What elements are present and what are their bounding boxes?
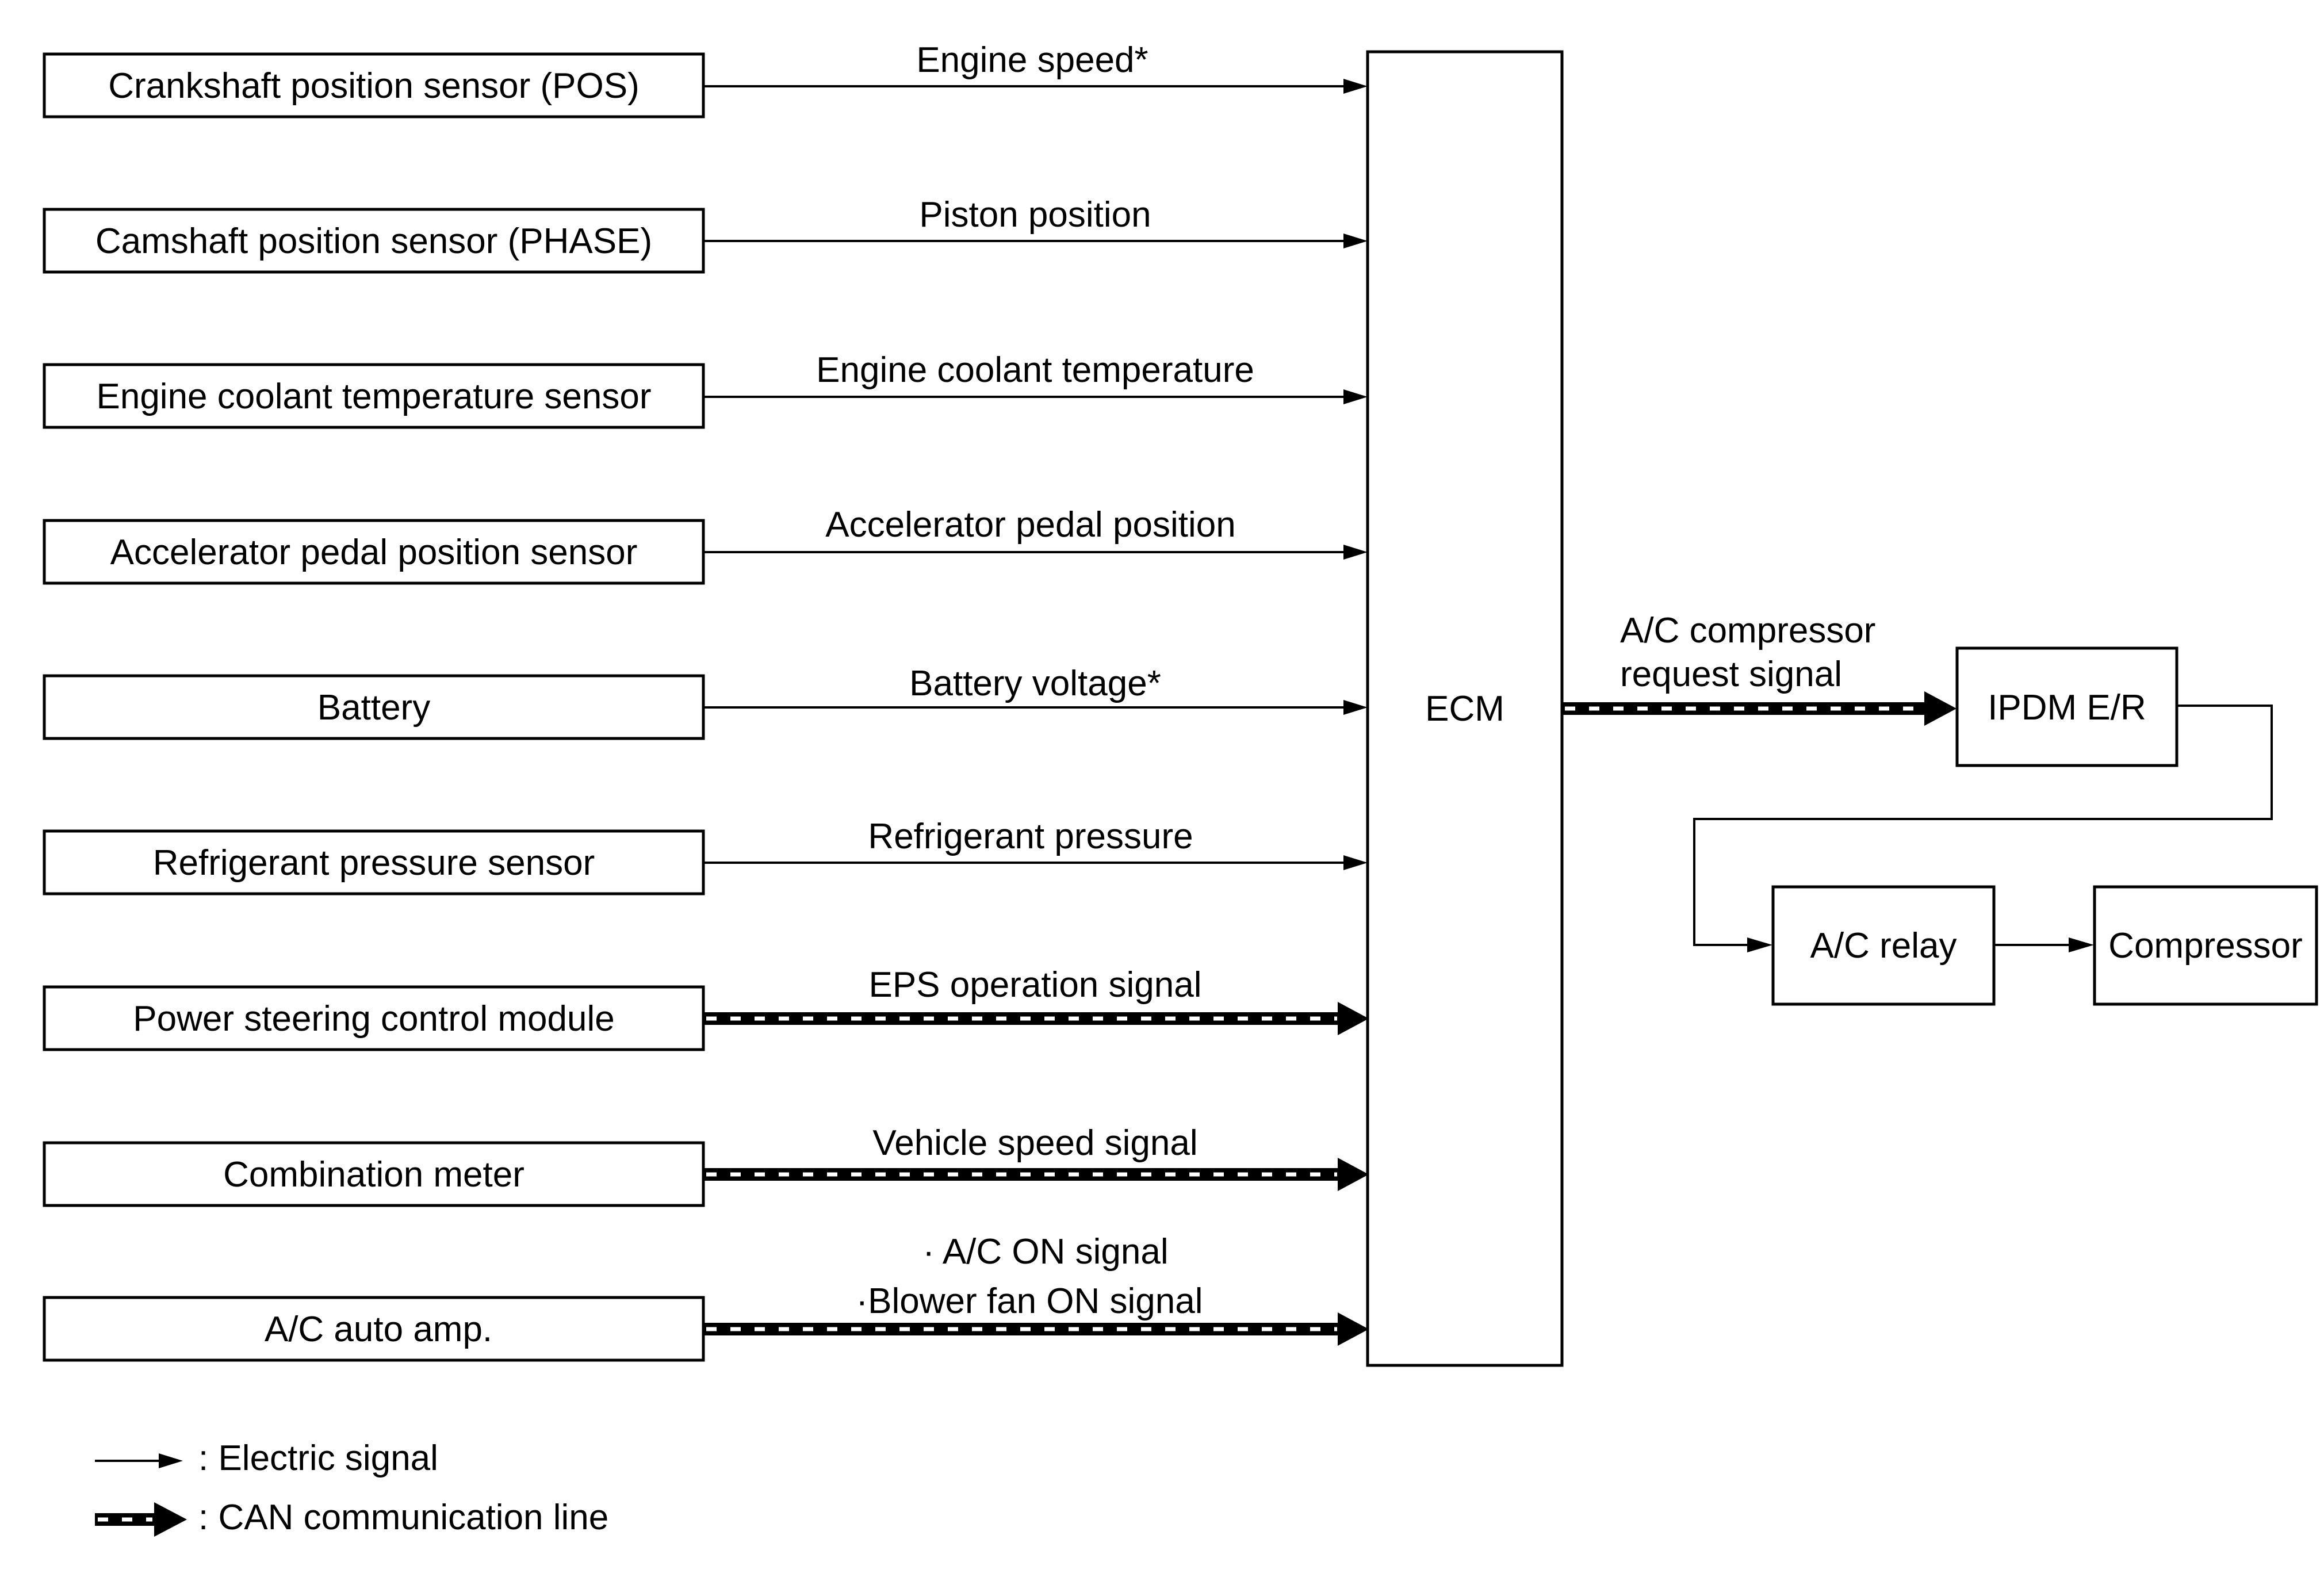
ipdm-label: IPDM E/R	[1988, 688, 2146, 728]
accelerator-position-arrowhead	[1343, 545, 1368, 560]
camshaft-sensor-label: Camshaft position sensor (PHASE)	[95, 221, 652, 261]
ac-relay-label: A/C relay	[1810, 926, 1957, 966]
ac-auto-amp-can-arrowhead	[1338, 1312, 1369, 1346]
engine-speed-label: Engine speed*	[916, 40, 1148, 80]
input-row-combination-meter: Combination meter Vehicle speed signal	[43, 1123, 1369, 1207]
input-row-battery: Battery Battery voltage*	[43, 664, 1368, 740]
input-row-camshaft: Camshaft position sensor (PHASE) Piston …	[43, 195, 1368, 274]
accelerator-sensor-box	[43, 519, 705, 585]
refrigerant-sensor-label: Refrigerant pressure sensor	[153, 843, 595, 883]
ipdm-block: IPDM E/R	[1955, 646, 2178, 767]
piston-position-arrowhead	[1343, 234, 1368, 248]
input-row-coolant: Engine coolant temperature sensor Engine…	[43, 350, 1368, 429]
eps-signal-label: EPS operation signal	[868, 965, 1201, 1005]
ecm-label: ECM	[1425, 689, 1504, 729]
combination-meter-box	[43, 1141, 705, 1207]
legend: : Electric signal : CAN communication li…	[95, 1438, 608, 1537]
engine-speed-arrowhead	[1343, 79, 1368, 94]
piston-position-label: Piston position	[919, 195, 1151, 235]
compressor-request-can-arrowhead	[1924, 691, 1957, 726]
legend-electric-arrowhead	[159, 1453, 183, 1468]
legend-electric-label: : Electric signal	[198, 1438, 438, 1478]
crankshaft-sensor-label: Crankshaft position sensor (POS)	[108, 66, 640, 106]
coolant-temperature-arrowhead	[1343, 389, 1368, 404]
ac-relay-box	[1771, 885, 1996, 1006]
coolant-sensor-box	[43, 363, 705, 429]
battery-voltage-arrowhead	[1343, 700, 1368, 715]
compressor-block: Compressor	[2093, 885, 2318, 1006]
legend-can-label: : CAN communication line	[198, 1498, 608, 1537]
input-row-power-steering: Power steering control module EPS operat…	[43, 965, 1369, 1051]
battery-label: Battery	[317, 688, 430, 728]
power-steering-label: Power steering control module	[133, 999, 614, 1039]
relay-compressor-arrowhead	[2069, 937, 2094, 952]
accelerator-position-label: Accelerator pedal position	[825, 505, 1235, 545]
vehicle-speed-can-arrowhead	[1338, 1158, 1369, 1191]
refrigerant-pressure-label: Refrigerant pressure	[868, 817, 1193, 856]
camshaft-sensor-box	[43, 208, 705, 274]
ipdm-relay-wire	[1693, 705, 2273, 946]
input-row-crankshaft: Crankshaft position sensor (POS) Engine …	[43, 40, 1368, 118]
compressor-box	[2093, 885, 2318, 1006]
vehicle-speed-label: Vehicle speed signal	[872, 1123, 1197, 1163]
input-row-accelerator: Accelerator pedal position sensor Accele…	[43, 505, 1368, 585]
coolant-temperature-label: Engine coolant temperature	[816, 350, 1254, 390]
eps-can-arrowhead	[1338, 1002, 1369, 1035]
ipdm-relay-arrowhead	[1747, 937, 1772, 952]
refrigerant-pressure-arrowhead	[1343, 855, 1368, 870]
ac-relay-block: A/C relay	[1771, 885, 1996, 1006]
battery-voltage-label: Battery voltage*	[909, 664, 1161, 703]
crankshaft-sensor-box	[43, 52, 705, 118]
ipdm-box	[1955, 646, 2178, 767]
input-row-refrigerant: Refrigerant pressure sensor Refrigerant …	[43, 817, 1368, 895]
ecm-box	[1366, 50, 1564, 1367]
ac-on-signal-label: · A/C ON signal	[922, 1232, 1168, 1272]
ac-auto-amp-label: A/C auto amp.	[265, 1310, 492, 1349]
compressor-label: Compressor	[2108, 926, 2303, 966]
compressor-request-label-line2: request signal	[1620, 654, 1842, 694]
combination-meter-label: Combination meter	[223, 1155, 524, 1195]
ecm-block: ECM	[1366, 50, 1564, 1367]
compressor-request-label-line1: A/C compressor	[1620, 611, 1875, 650]
input-row-ac-auto-amp: A/C auto amp. · A/C ON signal ·Blower fa…	[43, 1232, 1369, 1362]
relay-to-compressor	[1994, 937, 2094, 952]
ipdm-to-relay	[1693, 705, 2273, 952]
legend-can-arrowhead	[154, 1502, 187, 1537]
coolant-sensor-label: Engine coolant temperature sensor	[96, 377, 651, 416]
accelerator-sensor-label: Accelerator pedal position sensor	[110, 533, 638, 572]
ecm-output: A/C compressor request signal	[1562, 611, 1957, 726]
power-steering-box	[43, 985, 705, 1051]
blower-fan-signal-label: ·Blower fan ON signal	[856, 1281, 1203, 1321]
